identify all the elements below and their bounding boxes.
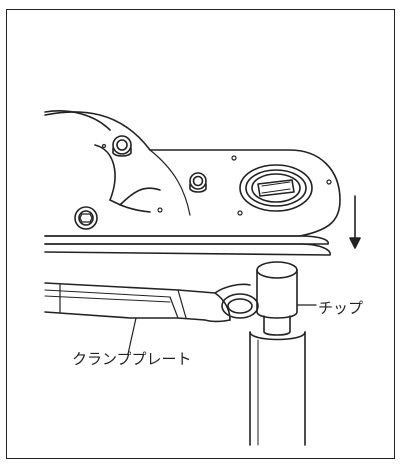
clamp-plate bbox=[44, 282, 259, 355]
tip-label: チップ bbox=[318, 299, 364, 317]
tip bbox=[256, 261, 317, 336]
small-holes bbox=[101, 143, 332, 216]
screw-middle bbox=[189, 172, 207, 193]
hand-outline bbox=[44, 110, 161, 213]
base-plate bbox=[44, 111, 341, 256]
screw-top bbox=[112, 135, 132, 157]
down-arrow bbox=[349, 195, 361, 249]
post bbox=[249, 331, 306, 446]
clamp-plate-label: クランププレート bbox=[72, 350, 192, 368]
slotted-screw bbox=[239, 164, 313, 212]
figure-frame bbox=[6, 9, 395, 459]
hex-socket-screw bbox=[74, 206, 98, 230]
